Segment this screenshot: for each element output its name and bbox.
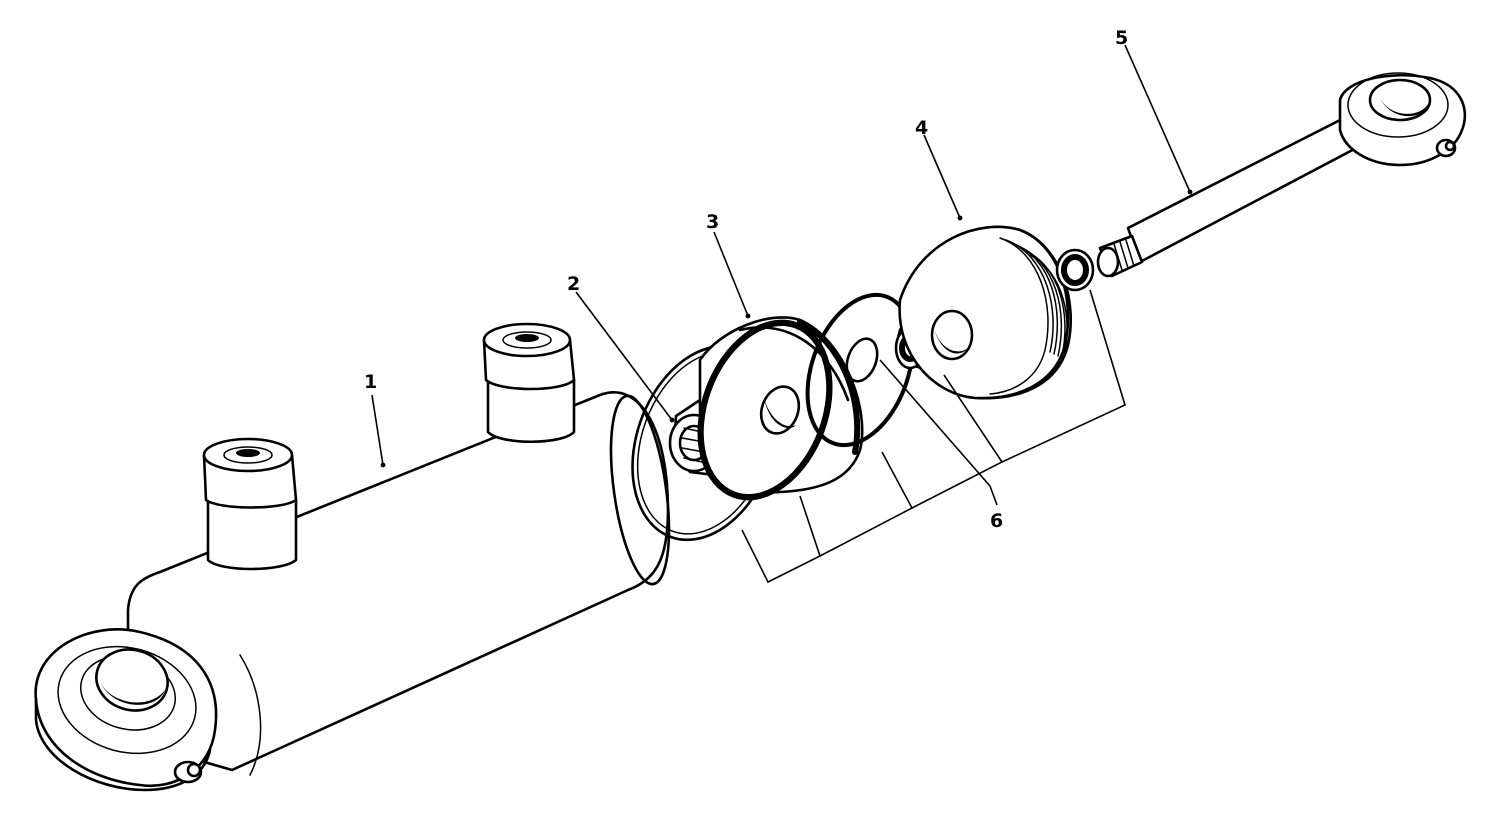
part-5-piston-rod — [1096, 72, 1467, 278]
gland-thread-lines — [989, 237, 1068, 395]
port-boss-left — [202, 437, 298, 571]
callout-2: 2 — [567, 273, 580, 295]
leader-lines — [371, 44, 1193, 584]
part-3-piston — [697, 316, 864, 501]
callout-6: 6 — [990, 510, 1003, 532]
callout-1: 1 — [364, 371, 377, 393]
seal-o-ring-piston-rear — [805, 292, 915, 448]
grease-nipple-barrel — [173, 760, 203, 784]
barrel-eye-mount — [34, 628, 218, 792]
rod-eye-mount — [1338, 72, 1467, 167]
grease-nipple-rod — [1435, 138, 1457, 158]
seal-rod-wiper-ring — [1055, 248, 1095, 292]
callout-3: 3 — [706, 211, 719, 233]
part-4-gland-end-cap — [898, 225, 1072, 400]
callout-5: 5 — [1115, 27, 1128, 49]
callout-labels: 1 2 3 4 5 6 — [364, 27, 1128, 532]
port-boss-right — [482, 322, 576, 444]
part-1-cylinder-barrel — [34, 322, 671, 792]
callout-4: 4 — [915, 117, 928, 139]
